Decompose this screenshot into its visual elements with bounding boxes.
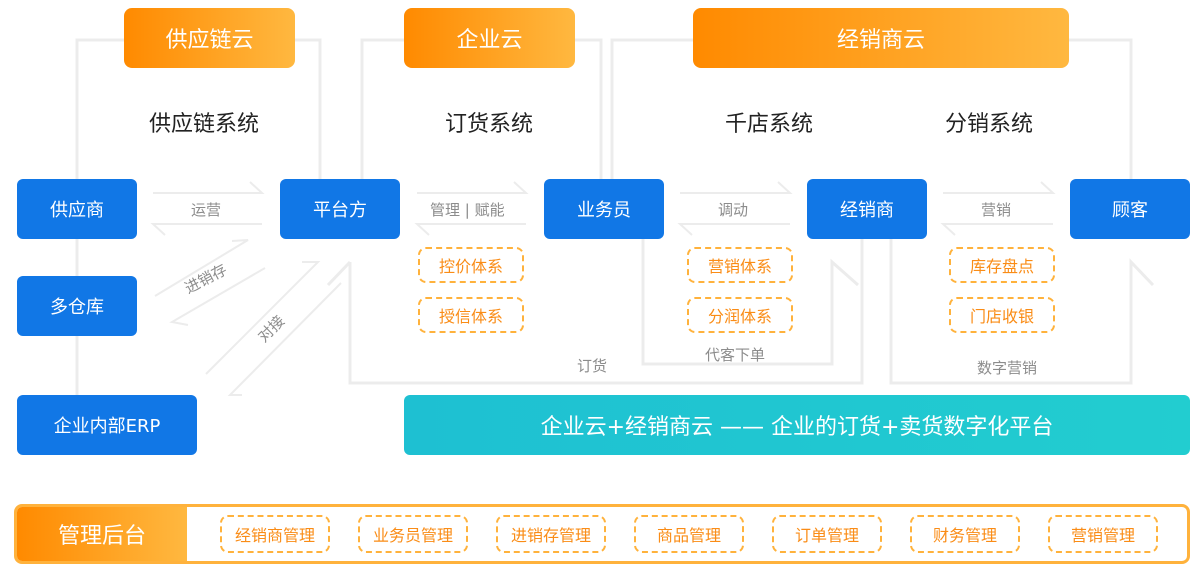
enterprise-frame-left: [360, 38, 404, 179]
enterprise-cloud-header: 企业云: [404, 8, 575, 68]
marketing-arrow-right: [943, 181, 1056, 194]
node-customer[interactable]: 顾客: [1070, 179, 1190, 239]
admin-backend-bar: 管理后台 经销商管理 业务员管理 进销存管理 商品管理 订单管理 财务管理 营销…: [14, 504, 1190, 564]
node-multi-warehouse[interactable]: 多仓库: [17, 276, 137, 336]
admin-item-product-management[interactable]: 商品管理: [634, 515, 744, 553]
integration-arrow-down: [227, 282, 342, 396]
distributor-frame-right: [1069, 38, 1133, 179]
node-platform[interactable]: 平台方: [280, 179, 400, 239]
edge-label-proxy-order: 代客下单: [705, 346, 766, 364]
admin-item-finance-management[interactable]: 财务管理: [910, 515, 1020, 553]
thousand-stores-system-title: 千店系统: [724, 112, 813, 137]
node-erp[interactable]: 企业内部ERP: [17, 395, 197, 455]
edge-label-marketing: 营销: [981, 201, 1012, 219]
digital-marketing-loop: [889, 239, 1155, 385]
manage-arrow-right: [417, 181, 529, 194]
ordering-system-title: 订货系统: [444, 112, 533, 137]
tag-credit: 授信体系: [418, 297, 524, 333]
inventory-arrow-up: [154, 239, 249, 297]
inventory-arrow-down: [169, 267, 266, 326]
edge-label-operation: 运营: [191, 201, 222, 219]
edge-label-digital-marketing: 数字营销: [977, 359, 1038, 377]
distributor-cloud-header: 经销商云: [693, 8, 1069, 68]
integration-arrow-up: [205, 261, 321, 375]
distributor-frame-left: [610, 38, 693, 179]
operation-arrow-right: [153, 181, 265, 194]
distribution-system-title: 分销系统: [944, 112, 1033, 137]
dispatch-arrow-left: [677, 223, 790, 236]
tag-marketing-system: 营销体系: [687, 247, 793, 283]
supply-chain-system-title: 供应链系统: [148, 112, 259, 137]
admin-item-inventory-management[interactable]: 进销存管理: [496, 515, 606, 553]
tag-stocktaking: 库存盘点: [949, 247, 1055, 283]
order-loop: [348, 239, 864, 385]
operation-arrow-left: [150, 223, 262, 236]
edge-label-dispatch: 调动: [718, 201, 749, 219]
admin-item-salesperson-management[interactable]: 业务员管理: [358, 515, 468, 553]
edge-label-manage-enable: 管理 | 赋能: [430, 201, 505, 219]
tag-price-control: 控价体系: [418, 247, 524, 283]
edge-label-order: 订货: [577, 357, 608, 375]
dispatch-arrow-right: [680, 181, 793, 194]
manage-arrow-left: [414, 223, 526, 236]
tag-profit-sharing: 分润体系: [687, 297, 793, 333]
marketing-arrow-left: [940, 223, 1053, 236]
order-loop-arrow: [326, 260, 352, 287]
admin-backend-title: 管理后台: [17, 507, 187, 561]
proxy-order-loop: [641, 239, 859, 366]
platform-banner: 企业云+经销商云 —— 企业的订货+卖货数字化平台: [404, 395, 1190, 455]
supply-chain-frame-right: [295, 38, 322, 179]
admin-item-distributor-management[interactable]: 经销商管理: [220, 515, 330, 553]
node-supplier[interactable]: 供应商: [17, 179, 137, 239]
supply-chain-cloud-header: 供应链云: [124, 8, 295, 68]
admin-item-order-management[interactable]: 订单管理: [772, 515, 882, 553]
admin-item-marketing-management[interactable]: 营销管理: [1048, 515, 1158, 553]
tag-store-cashier: 门店收银: [949, 297, 1055, 333]
enterprise-frame-right: [575, 38, 603, 179]
node-distributor[interactable]: 经销商: [807, 179, 927, 239]
node-salesperson[interactable]: 业务员: [544, 179, 664, 239]
